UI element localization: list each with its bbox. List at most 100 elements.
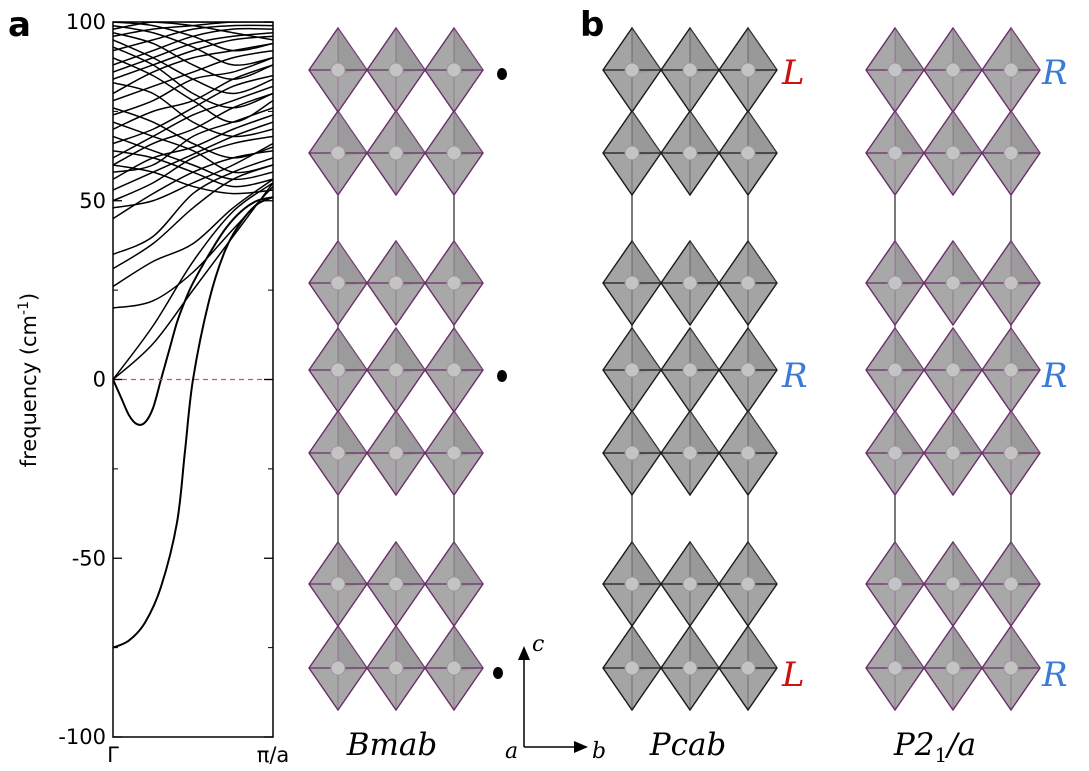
octahedron [923,109,983,197]
dispersion-branch [113,196,273,649]
octahedron-shade [396,411,425,457]
octahedron-shade [1011,328,1040,374]
octahedron [865,239,925,327]
octahedron-shade [748,241,777,287]
octahedron-shade [953,328,982,374]
dispersion-branch [113,85,273,159]
octahedron-shade [1011,626,1040,672]
octahedron [865,26,925,114]
panel-label-a: a [8,5,31,45]
octahedron [718,409,778,497]
metal-atom [682,660,698,676]
inversion-dot [493,667,503,679]
octahedron [308,26,368,114]
octahedron [923,409,983,497]
metal-atom [388,445,404,461]
octahedron-shade [1011,28,1040,74]
inversion-dot [497,370,507,382]
octahedron-shade [953,111,982,157]
chirality-markers: L R L R R R [493,53,1068,695]
octahedron-shade [396,111,425,157]
octahedron-shade [895,542,924,588]
octahedron-shade [632,542,661,588]
octahedron [718,239,778,327]
metal-atom [330,275,346,291]
metal-atom [446,275,462,291]
octahedron-shade [396,241,425,287]
octahedron-shade [895,411,924,457]
octahedron-shade [1011,411,1040,457]
dispersion-branch [113,135,273,181]
octahedron-shade [953,411,982,457]
metal-atom [624,445,640,461]
octahedron-shade [396,328,425,374]
metal-atom [945,576,961,592]
octahedron-shade [690,111,719,157]
metal-atom [330,145,346,161]
dispersion-branch [113,24,273,52]
metal-atom [740,660,756,676]
dispersion-branch [113,142,273,209]
space-group-p21a-main: P2 [893,727,935,763]
octahedron [923,26,983,114]
octahedron-shade [953,241,982,287]
metal-atom [388,145,404,161]
crystal-structure [602,26,778,712]
metal-atom [887,660,903,676]
metal-atom [740,62,756,78]
metal-atom [682,576,698,592]
octahedron-shade [1011,542,1040,588]
octahedron-shade [632,626,661,672]
octahedron [718,624,778,712]
chirality-label-p21a-bottom: R [1041,655,1068,695]
octahedron [308,239,368,327]
metal-atom [740,445,756,461]
chirality-label-pcab-top: L [781,53,805,93]
dispersion-branch [113,107,273,159]
metal-atom [1003,660,1019,676]
metal-atom [945,660,961,676]
octahedron [923,624,983,712]
octahedron-shade [454,542,483,588]
octahedron-shade [748,411,777,457]
octahedron-shade [632,28,661,74]
metal-atom [1003,576,1019,592]
metal-atom [682,145,698,161]
octahedron-shade [895,28,924,74]
octahedron-shade [953,28,982,74]
octahedron [308,624,368,712]
dispersion-branch [113,185,273,309]
y-tick-label: 50 [79,189,106,213]
metal-atom [446,62,462,78]
octahedron [366,239,426,327]
panel-label-b: b [580,5,604,45]
space-group-p21a-sub: 1 [934,743,947,767]
dispersion-branch [113,22,273,52]
octahedron [981,540,1041,628]
octahedron-shade [1011,241,1040,287]
octahedron [602,540,662,628]
metal-atom [887,362,903,378]
octahedron-shade [396,542,425,588]
dispersion-branch [113,182,273,380]
metal-atom [330,362,346,378]
octahedron [602,239,662,327]
metal-atom [887,145,903,161]
metal-atom [388,362,404,378]
octahedron [981,239,1041,327]
crystal-structures [308,26,1041,712]
octahedron [981,109,1041,197]
dispersion-branch [113,57,273,123]
octahedron-shade [454,241,483,287]
octahedron [308,540,368,628]
octahedron [718,26,778,114]
dispersion-branch [113,164,273,195]
octahedron [424,540,484,628]
octahedron [718,109,778,197]
metal-atom [945,62,961,78]
octahedron-shade [632,111,661,157]
dispersion-branch [113,196,273,426]
metal-atom [945,145,961,161]
axis-label-b: b [592,739,606,764]
